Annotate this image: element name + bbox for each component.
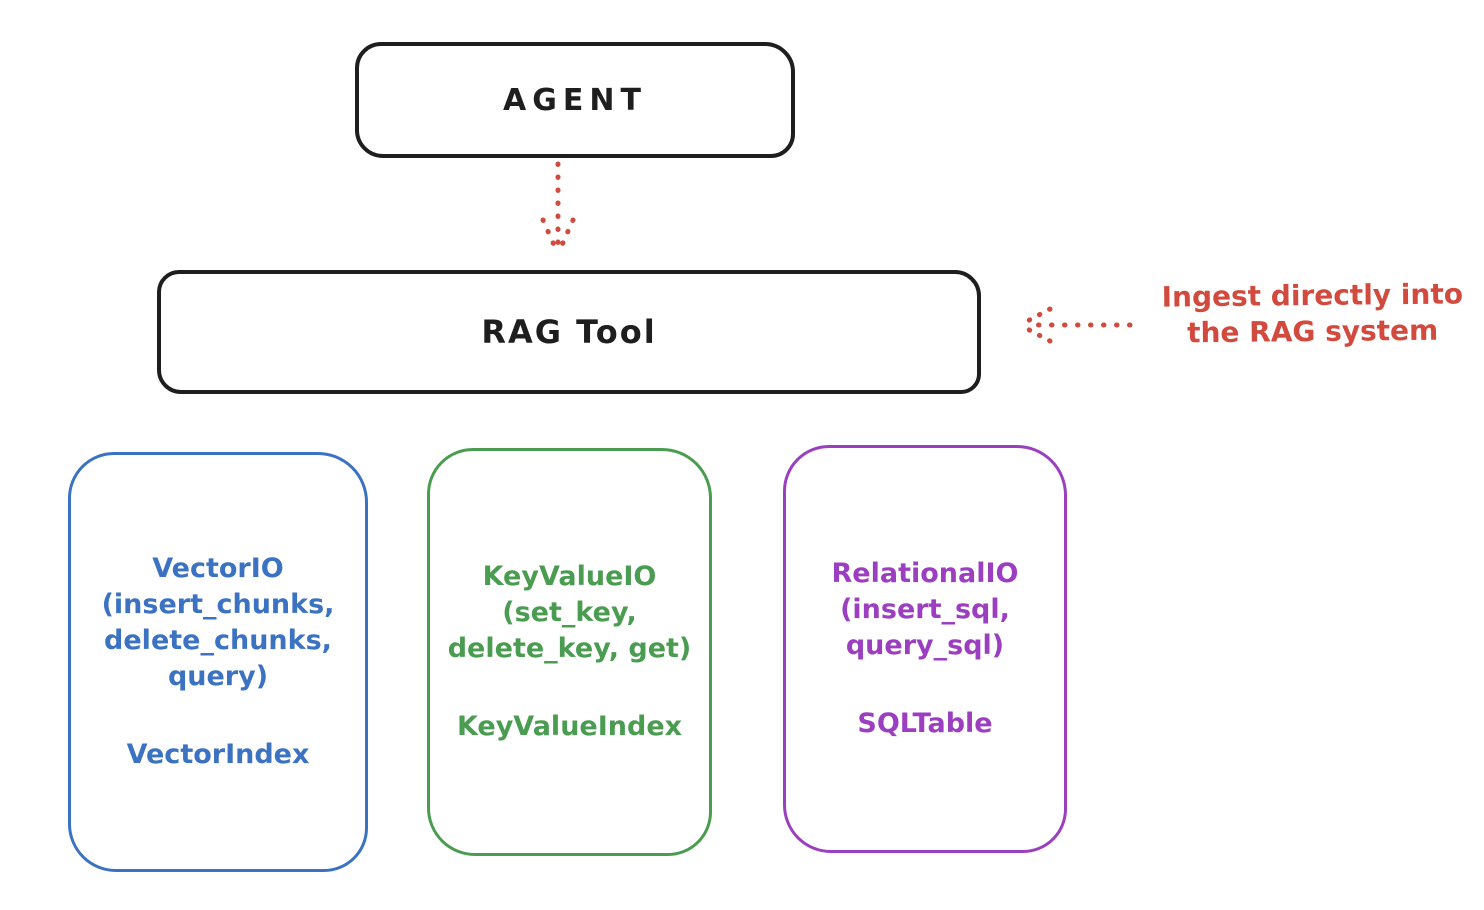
keyvalue-io-interface-label: KeyValueIO (set_key, delete_key, get) — [447, 561, 692, 664]
dotted-arrow-left-icon — [1012, 303, 1136, 347]
agent-node: AGENT — [355, 42, 795, 158]
rag-tool-label: RAG Tool — [481, 313, 657, 351]
dotted-arrow-down-icon — [534, 160, 582, 260]
vector-index-label: VectorIndex — [126, 738, 310, 770]
module-keyvalue-io: KeyValueIO (set_key, delete_key, get) Ke… — [427, 448, 712, 856]
sql-table-label: SQLTable — [857, 707, 993, 739]
annotation-ingest-note: Ingest directly into the RAG system — [1161, 277, 1464, 350]
module-vector-io: VectorIO (insert_chunks, delete_chunks, … — [68, 452, 368, 872]
agent-label: AGENT — [503, 82, 647, 118]
vector-io-interface-label: VectorIO (insert_chunks, delete_chunks, … — [101, 553, 335, 692]
rag-tool-node: RAG Tool — [157, 270, 981, 394]
relational-io-interface-label: RelationalIO (insert_sql, query_sql) — [831, 558, 1019, 661]
keyvalue-index-label: KeyValueIndex — [456, 710, 683, 742]
module-relational-io: RelationalIO (insert_sql, query_sql) SQL… — [783, 445, 1067, 853]
